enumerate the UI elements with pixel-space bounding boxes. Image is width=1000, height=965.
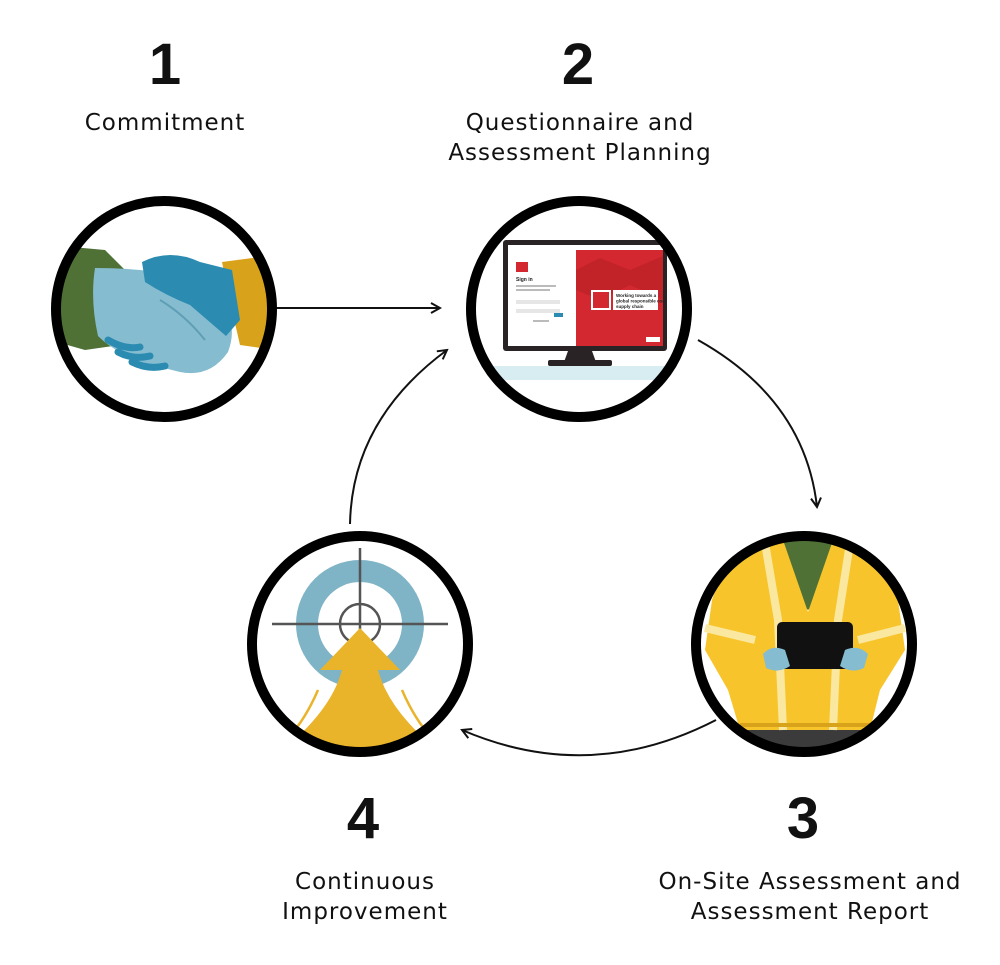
screen-headline-line-2: global responsible coal	[616, 299, 666, 304]
screen-headline-line-3: supply chain	[616, 304, 644, 309]
laptop-screen-icon: Working towards a global responsible coa…	[466, 196, 692, 422]
step-2-label-line: Questionnaire and	[465, 110, 695, 136]
step-4-label-line: Improvement	[282, 899, 448, 925]
target-arrow-icon	[247, 531, 473, 757]
step-1-label: Commitment	[45, 108, 285, 138]
step-2-label: Questionnaire and Assessment Planning	[420, 108, 740, 168]
handshake-icon	[51, 196, 277, 422]
step-1-number: 1	[148, 32, 182, 97]
arrow-3-to-4	[462, 719, 717, 757]
step-1-label-line: Commitment	[84, 110, 246, 136]
step-4-label: Continuous Improvement	[240, 867, 490, 927]
safety-vest-tablet-icon	[691, 531, 917, 757]
step-3-label-line: On-Site Assessment and	[658, 869, 962, 895]
step-3-label-line: Assessment Report	[690, 899, 930, 925]
step-2-number: 2	[561, 32, 595, 97]
step-3-label: On-Site Assessment and Assessment Report	[630, 867, 990, 927]
step-3-number: 3	[786, 786, 820, 851]
screen-headline-line-1: Working towards a	[616, 293, 657, 298]
step-2-label-line: Assessment Planning	[448, 140, 712, 166]
step-4-number: 4	[346, 786, 380, 851]
screen-sign-in: Sign in	[516, 277, 533, 283]
arrow-2-to-3	[697, 339, 817, 507]
arrow-4-to-2	[349, 350, 447, 525]
step-4-label-line: Continuous	[295, 869, 435, 895]
